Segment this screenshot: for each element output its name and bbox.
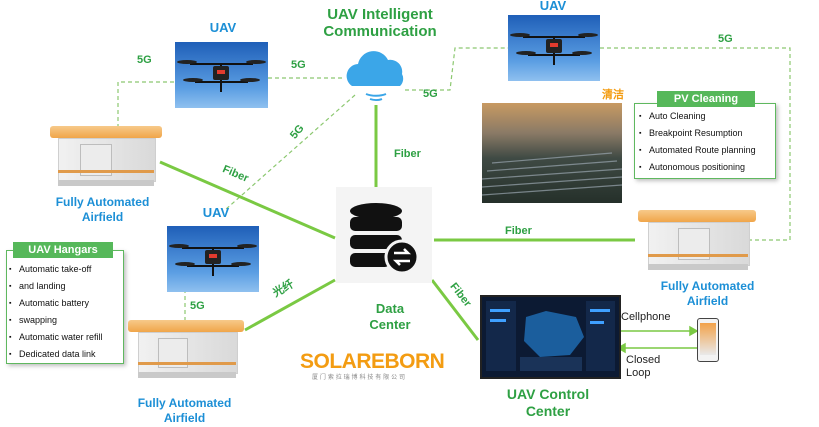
data-center-line1: Data bbox=[375, 301, 405, 316]
uav-label-center: UAV bbox=[202, 205, 230, 220]
control-center-screen bbox=[480, 295, 621, 379]
hangar-item-cont: swapping bbox=[9, 312, 103, 329]
pv-item: Automated Route planning bbox=[639, 142, 756, 159]
airfield-line1: Fully Automated bbox=[137, 396, 232, 410]
hangar-item: Automatic water refill bbox=[9, 329, 103, 346]
logo-text: SOLAREBORN bbox=[300, 350, 445, 373]
data-center-label: Data Center bbox=[355, 301, 425, 333]
hangar-item-cont: and landing bbox=[9, 278, 103, 295]
pv-cleaning-list: Auto Cleaning Breakpoint Resumption Auto… bbox=[639, 108, 756, 176]
airfield-left-label: Fully Automated Airfield bbox=[40, 195, 165, 225]
uav-hangars-box: UAV Hangars Automatic take-off and landi… bbox=[6, 242, 124, 364]
drone-icon bbox=[177, 60, 266, 92]
cellphone-label: Cellphone bbox=[621, 311, 671, 323]
uav-label-right: UAV bbox=[539, 0, 567, 13]
label-qingjie: 清洁 bbox=[602, 89, 624, 101]
airfield-line1: Fully Automated bbox=[55, 195, 150, 209]
arrowhead-right bbox=[689, 325, 699, 337]
label-5g-3: 5G bbox=[423, 88, 438, 100]
airfield-right-label: Fully Automated Airfield bbox=[645, 279, 770, 309]
pv-solar-photo bbox=[482, 103, 622, 203]
uav-hangars-list: Automatic take-off and landing Automatic… bbox=[9, 261, 103, 363]
airfield-line1: Fully Automated bbox=[660, 279, 755, 293]
label-fiber-3: Fiber bbox=[505, 225, 532, 237]
data-center-line2: Center bbox=[369, 317, 411, 332]
airfield-bottom-label: Fully Automated Airfield bbox=[122, 396, 247, 426]
closed-loop-label: Closed Loop bbox=[626, 354, 660, 380]
solar-panels-icon bbox=[482, 152, 622, 196]
fiber-airfield-left-datacenter bbox=[159, 160, 336, 240]
label-5g-1: 5G bbox=[137, 54, 152, 66]
arrowhead-left bbox=[616, 342, 626, 354]
hangar-bottom bbox=[128, 320, 246, 382]
link-uav-left-airfield bbox=[117, 81, 175, 135]
solareborn-logo: SOLAREBORN 厦 门 索 拉 瑞 博 科 技 有 限 公 司 bbox=[300, 350, 460, 386]
control-center-label: UAV Control Center bbox=[498, 386, 598, 420]
hangar-item: Automatic battery bbox=[9, 295, 103, 312]
control-center-line1: UAV Control bbox=[506, 386, 590, 402]
dashboard-icon bbox=[486, 301, 615, 371]
drone-icon bbox=[169, 244, 257, 276]
pv-item: Auto Cleaning bbox=[639, 108, 756, 125]
airfield-line2: Airfield bbox=[81, 210, 124, 224]
pv-item: Autonomous positioning bbox=[639, 159, 756, 176]
title-line2: Communication bbox=[323, 23, 437, 40]
cellphone-icon bbox=[697, 318, 719, 362]
drone-icon bbox=[510, 33, 598, 65]
uav-photo-right bbox=[508, 15, 600, 81]
airfield-line2: Airfield bbox=[686, 294, 729, 308]
cloud-icon bbox=[346, 51, 404, 101]
label-5g-4: 5G bbox=[718, 33, 733, 45]
uav-photo-center bbox=[167, 226, 259, 292]
pv-cleaning-title: PV Cleaning bbox=[657, 91, 755, 107]
hangar-item: Automatic take-off bbox=[9, 261, 103, 278]
database-icon bbox=[350, 203, 420, 275]
hangar-item: Dedicated data link bbox=[9, 346, 103, 363]
title-line1: UAV Intelligent bbox=[327, 6, 433, 23]
pv-cleaning-box: PV Cleaning Auto Cleaning Breakpoint Res… bbox=[634, 91, 776, 179]
logo-subtext: 厦 门 索 拉 瑞 博 科 技 有 限 公 司 bbox=[312, 374, 405, 381]
hangar-left bbox=[50, 126, 165, 191]
airfield-line2: Airfield bbox=[163, 411, 206, 425]
title: UAV Intelligent Communication bbox=[305, 6, 455, 40]
hangar-right bbox=[638, 210, 758, 274]
uav-label-left: UAV bbox=[209, 20, 237, 35]
data-center-icon-bg bbox=[336, 187, 432, 283]
uav-hangars-title: UAV Hangars bbox=[13, 242, 113, 258]
control-center-line2: Center bbox=[525, 403, 571, 419]
link-cloud-uav-right bbox=[405, 47, 510, 91]
fiber-airfield-bottom-datacenter bbox=[244, 278, 336, 332]
label-fiber-1: Fiber bbox=[394, 148, 421, 160]
closed-loop-line1: Closed bbox=[626, 354, 661, 366]
link-uav-right-airfield bbox=[600, 47, 791, 241]
link-cloud-uav-center bbox=[224, 94, 356, 211]
closed-loop-line2: Loop bbox=[626, 367, 651, 379]
label-5g-6: 5G bbox=[190, 300, 205, 312]
fiber-datacenter-control bbox=[430, 279, 480, 341]
pv-item: Breakpoint Resumption bbox=[639, 125, 756, 142]
uav-photo-left bbox=[175, 42, 268, 108]
label-5g-2: 5G bbox=[291, 59, 306, 71]
